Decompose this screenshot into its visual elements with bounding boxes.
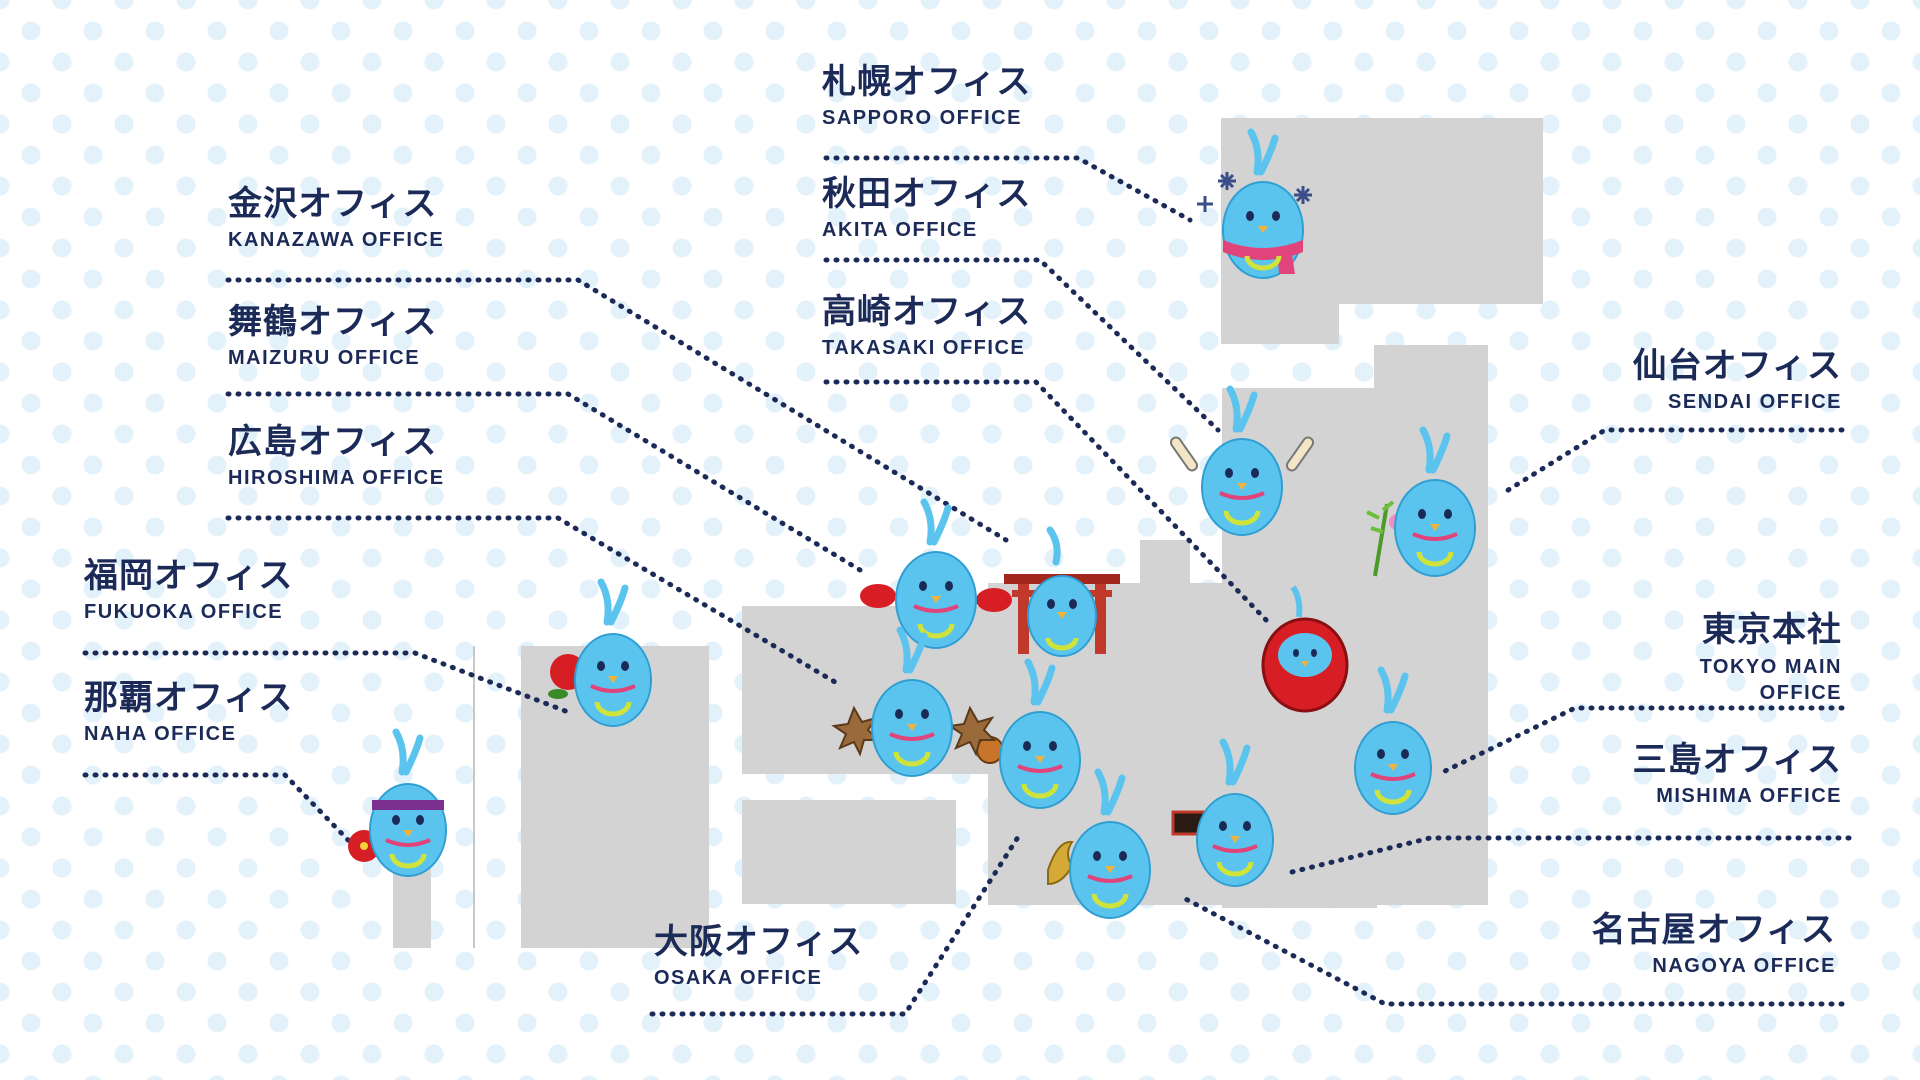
red-scarf-icon: [1223, 240, 1303, 274]
sapporo-mascot: [1197, 128, 1312, 279]
leader-osaka: [649, 831, 1023, 1017]
leader-sapporo: [823, 155, 1193, 223]
nagoya-mascot: [1047, 768, 1151, 919]
office-name-jp: 広島オフィス: [228, 422, 438, 462]
label-takasaki: 高崎オフィス TAKASAKI OFFICE: [822, 292, 1031, 360]
leader-naha: [82, 772, 351, 843]
takasaki-mascot: [1261, 585, 1349, 713]
office-name-en: KANAZAWA OFFICE: [228, 229, 445, 251]
daruma-icon: [1261, 585, 1349, 713]
office-name-en: OSAKA OFFICE: [654, 967, 823, 989]
leader-kanazawa: [225, 277, 1009, 543]
snowflake-icon: [1197, 172, 1312, 212]
leader-akita: [823, 257, 1221, 433]
naha-mascot: [348, 728, 447, 877]
office-name-jp: 札幌オフィス: [822, 62, 1032, 102]
hiroshima-mascot: [831, 626, 997, 777]
office-name-en: HIROSHIMA OFFICE: [228, 467, 445, 489]
label-mishima: 三島オフィス MISHIMA OFFICE: [1633, 740, 1842, 808]
sendai-mascot: [1366, 426, 1476, 577]
office-name-en: MISHIMA OFFICE: [1656, 785, 1842, 807]
office-name-jp: 舞鶴オフィス: [228, 302, 438, 342]
leader-maizuru: [225, 391, 863, 573]
office-name-en: AKITA OFFICE: [822, 219, 978, 241]
office-name-jp: 秋田オフィス: [822, 174, 1032, 214]
japan-landmass: [393, 118, 1543, 948]
office-name-jp: 高崎オフィス: [822, 292, 1032, 332]
label-fukuoka: 福岡オフィス FUKUOKA OFFICE: [84, 556, 293, 624]
label-tokyo: 東京本社 TOKYO MAIN OFFICE: [1662, 610, 1842, 706]
tokyo-mascot: [1354, 666, 1432, 815]
office-name-en: NAHA OFFICE: [84, 723, 237, 745]
tohoku-east: [1374, 345, 1488, 905]
chugoku: [742, 800, 956, 904]
office-name-jp: 大阪オフィス: [654, 922, 864, 962]
office-name-en: MAIZURU OFFICE: [228, 347, 421, 369]
office-name-en: TAKASAKI OFFICE: [822, 337, 1026, 359]
leader-mishima: [1289, 835, 1852, 875]
label-nagoya: 名古屋オフィス NAGOYA OFFICE: [1592, 910, 1836, 978]
office-name-jp: 仙台オフィス: [1632, 346, 1842, 386]
label-maizuru: 舞鶴オフィス MAIZURU OFFICE: [228, 302, 437, 370]
osaka-mascot: [976, 658, 1081, 809]
noto: [1140, 540, 1190, 590]
label-osaka: 大阪オフィス OSAKA OFFICE: [654, 922, 863, 990]
shachihoko-icon: [1047, 840, 1074, 886]
leader-sendai: [1502, 427, 1845, 495]
kanazawa-mascot: [860, 498, 1012, 649]
office-name-jp: 名古屋オフィス: [1591, 910, 1836, 950]
office-name-jp: 那覇オフィス: [84, 678, 294, 718]
leader-lines: [82, 155, 1852, 1017]
label-sapporo: 札幌オフィス SAPPORO OFFICE: [822, 62, 1031, 130]
leader-fukuoka: [82, 650, 571, 715]
leader-tokyo: [1440, 705, 1845, 775]
label-hiroshima: 広島オフィス HIROSHIMA OFFICE: [228, 422, 445, 490]
leader-nagoya: [1177, 893, 1845, 1007]
fukuoka-mascot: [548, 578, 652, 727]
office-name-en: TOKYO MAIN OFFICE: [1699, 656, 1842, 704]
mishima-mascot: [1171, 738, 1274, 887]
leader-hiroshima: [225, 515, 843, 688]
label-kanazawa: 金沢オフィス KANAZAWA OFFICE: [228, 184, 444, 252]
office-name-jp: 三島オフィス: [1632, 740, 1842, 780]
mascots: [348, 128, 1476, 919]
office-name-en: FUKUOKA OFFICE: [84, 601, 284, 623]
office-name-jp: 東京本社: [1702, 610, 1842, 650]
office-name-en: NAGOYA OFFICE: [1652, 955, 1836, 977]
office-name-en: SAPPORO OFFICE: [822, 107, 1022, 129]
label-sendai: 仙台オフィス SENDAI OFFICE: [1633, 346, 1842, 414]
akita-mascot: [1169, 385, 1315, 536]
label-naha: 那覇オフィス NAHA OFFICE: [84, 678, 293, 746]
crab-icon: [860, 584, 1012, 612]
maizuru-mascot: [1004, 526, 1120, 657]
kiritanpo-icon: [1169, 436, 1315, 472]
hokkaido-lower: [1221, 300, 1339, 344]
leader-takasaki: [823, 379, 1271, 625]
office-name-en: SENDAI OFFICE: [1668, 391, 1842, 413]
headband-icon: [372, 800, 444, 810]
office-name-jp: 金沢オフィス: [228, 184, 438, 224]
label-akita: 秋田オフィス AKITA OFFICE: [822, 174, 1031, 242]
office-name-jp: 福岡オフィス: [84, 556, 294, 596]
